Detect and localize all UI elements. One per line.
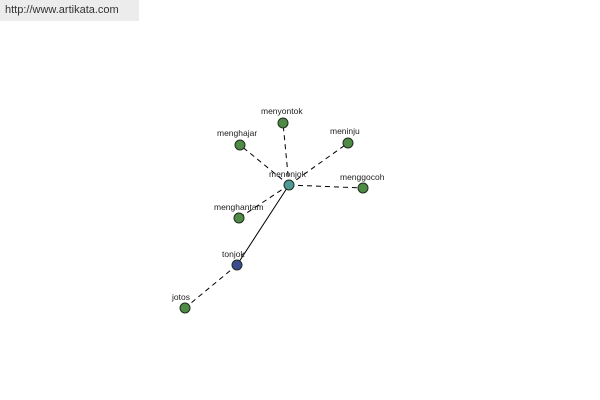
edge-menonjok-menggocoh [288, 184, 364, 189]
edge-menonjok-menyontok [282, 122, 290, 186]
edges-layer [184, 122, 364, 309]
nodes-layer [179, 117, 369, 314]
node-label-menonjok: menonjok [269, 169, 307, 179]
node-menghajar[interactable] [234, 139, 246, 151]
edge-menonjok-meninju [288, 142, 349, 186]
node-menggocoh[interactable] [357, 182, 369, 194]
labels-layer: menonjok menyontok menghajar meninju menggoc… [171, 106, 385, 302]
node-label-menggocoh: menggocoh [340, 172, 385, 182]
node-label-jotos: jotos [171, 292, 190, 302]
edge-menonjok-menghajar [239, 144, 290, 186]
source-url-banner: http://www.artikata.com [0, 0, 139, 21]
node-menghantam[interactable] [233, 212, 245, 224]
node-label-menghantam: menghantam [214, 202, 264, 212]
node-menyontok[interactable] [277, 117, 289, 129]
node-meninju[interactable] [342, 137, 354, 149]
node-label-tonjok: tonjok [222, 249, 245, 259]
edge-menonjok-menghantam [238, 184, 290, 219]
edge-tonjok-menonjok [236, 184, 290, 266]
edge-tonjok-jotos [184, 264, 238, 309]
node-jotos[interactable] [179, 302, 191, 314]
node-label-menyontok: menyontok [261, 106, 303, 116]
node-tonjok[interactable] [231, 259, 243, 271]
node-label-meninju: meninju [330, 126, 360, 136]
node-label-menghajar: menghajar [217, 128, 257, 138]
node-menonjok[interactable] [283, 179, 295, 191]
